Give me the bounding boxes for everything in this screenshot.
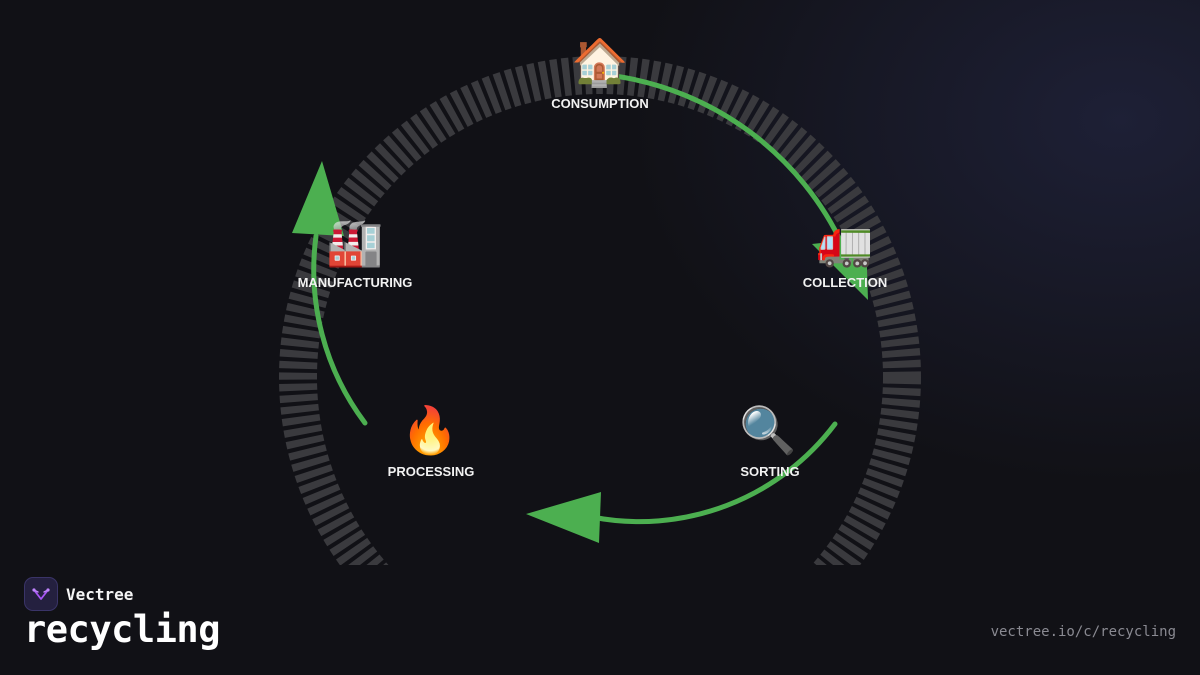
stage-label-consumption: CONSUMPTION [551, 96, 649, 111]
stage-sorting: 🔍 SORTING [739, 401, 799, 479]
page-url[interactable]: vectree.io/c/recycling [990, 624, 1176, 640]
arrow-sorting-to-processing [589, 421, 838, 525]
vectree-logo-mark [32, 588, 50, 600]
arrow-processing-to-manufacturing [311, 233, 368, 426]
arrow-consumption-to-collection [612, 73, 846, 249]
arrowhead-manufacturing [292, 161, 344, 236]
factory-icon: 🏭 [326, 215, 383, 269]
arrowhead-collection [812, 238, 868, 300]
stage-manufacturing: 🏭 MANUFACTURING [298, 215, 413, 290]
vectree-logo-icon [24, 577, 58, 611]
magnifier-icon: 🔍 [739, 401, 796, 457]
stage-collection: 🚛 COLLECTION [803, 215, 888, 290]
cycle-ring [279, 56, 921, 565]
stage-label-manufacturing: MANUFACTURING [298, 275, 413, 290]
flow-arrows [292, 73, 868, 543]
stage-label-processing: PROCESSING [388, 464, 475, 479]
truck-icon: 🚛 [816, 215, 873, 269]
brand: Vectree [24, 577, 133, 611]
cycle-ring-ticks [279, 56, 921, 565]
arrowhead-processing [526, 492, 601, 543]
stage-label-sorting: SORTING [740, 464, 799, 479]
page-title: recycling [24, 608, 220, 651]
fire-icon: 🔥 [401, 403, 458, 457]
stage-label-collection: COLLECTION [803, 275, 888, 290]
brand-name: Vectree [66, 584, 134, 604]
stage-consumption: 🏠 CONSUMPTION [551, 35, 649, 111]
stage-processing: 🔥 PROCESSING [388, 403, 475, 479]
house-icon: 🏠 [571, 35, 628, 89]
